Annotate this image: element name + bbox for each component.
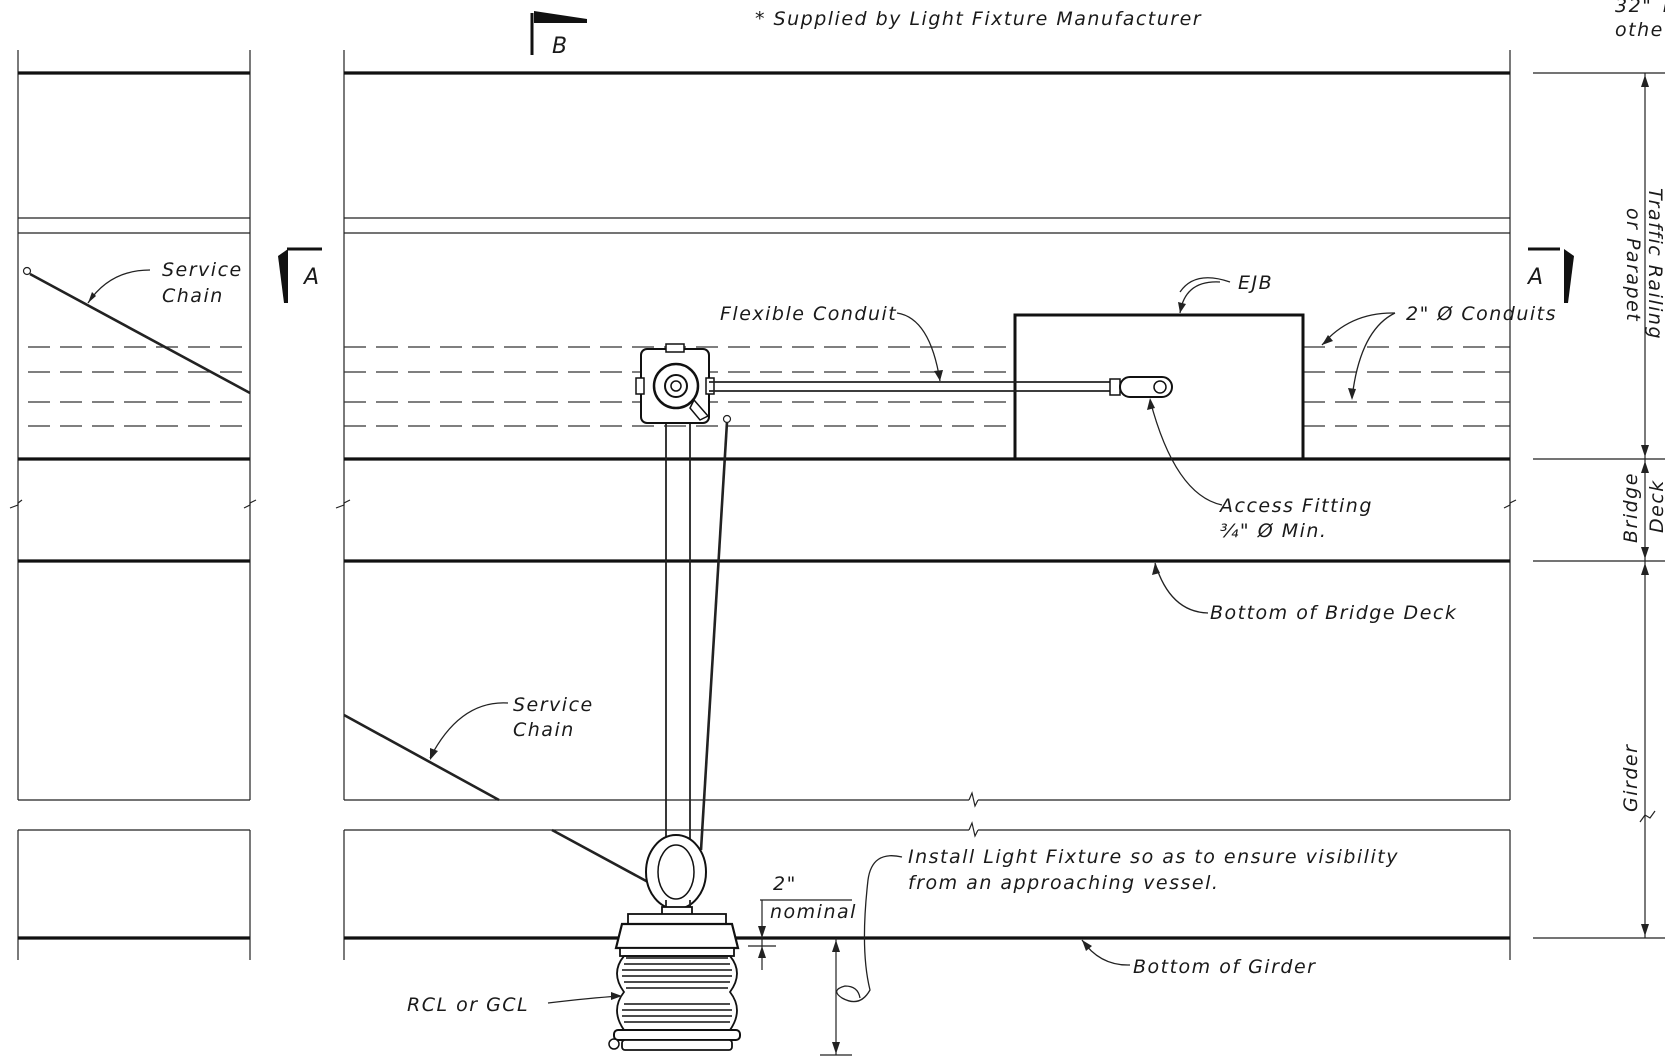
traffic-railing-label-2: or Parapet — [1622, 208, 1644, 322]
ejb-box — [1013, 313, 1305, 461]
bottom-of-deck-leader — [1154, 562, 1209, 614]
conduits-leader-1 — [1321, 312, 1396, 346]
right-edge-note-2: othe — [1615, 19, 1664, 41]
section-marker-b-label: B — [552, 34, 567, 59]
light-fixture-icon — [608, 834, 741, 1051]
mounting-bracket-icon — [635, 343, 715, 424]
flexible-conduit-label: Flexible Conduit — [720, 303, 897, 325]
service-chain-vertical — [699, 421, 729, 851]
right-edge-note-1: 32" T — [1615, 0, 1665, 17]
main-elevation-view: 2" nominal — [335, 50, 1517, 1056]
section-marker-a-left: A — [278, 247, 322, 303]
access-fitting-label-1: Access Fitting — [1218, 495, 1373, 517]
section-marker-b: B — [530, 11, 587, 59]
access-fitting-leader — [1149, 399, 1223, 506]
bridge-deck-label-1: Bridge — [1620, 472, 1642, 543]
service-chain-upper-label-2: Chain — [162, 285, 224, 307]
dim-nominal-label: nominal — [770, 901, 857, 923]
girder-label: Girder — [1620, 744, 1642, 812]
bottom-of-bridge-deck-label: Bottom of Bridge Deck — [1210, 602, 1457, 624]
service-chain-lower-label-1: Service — [513, 694, 594, 716]
service-chain-lower — [343, 713, 500, 802]
install-note-line-2: from an approaching vessel. — [908, 872, 1219, 894]
right-dimension-chain — [1533, 72, 1665, 939]
dim-2in-label: 2" — [773, 873, 797, 895]
access-fitting-icon — [1109, 376, 1173, 398]
service-chain-upper-label-1: Service — [162, 259, 243, 281]
conduits-2in-label: 2" Ø Conduits — [1406, 303, 1557, 325]
flexible-conduit-leader — [896, 312, 941, 382]
ejb-leader — [1179, 277, 1231, 293]
bottom-of-girder-label: Bottom of Girder — [1133, 956, 1316, 978]
service-chain-upper — [29, 272, 251, 395]
bridge-deck-label-2: Deck — [1646, 479, 1665, 533]
install-note-leader — [836, 855, 903, 1003]
ejb-label: EJB — [1238, 272, 1273, 294]
rcl-gcl-leader — [547, 995, 621, 1004]
access-fitting-label-2: ¾" Ø Min. — [1220, 520, 1327, 542]
traffic-railing-label-1: Traffic Railing — [1644, 188, 1665, 340]
bottom-of-girder-leader — [1081, 939, 1131, 966]
section-marker-a-right: A — [1526, 247, 1574, 303]
left-section-view: Service Chain — [9, 50, 257, 960]
supplied-by-note: * Supplied by Light Fixture Manufacturer — [755, 8, 1202, 30]
install-note-line-1: Install Light Fixture so as to ensure vi… — [908, 846, 1399, 868]
rcl-or-gcl-label: RCL or GCL — [407, 994, 529, 1016]
service-chain-lower-leader — [429, 702, 509, 759]
conduits-leader-2 — [1351, 312, 1396, 399]
dimension-2in-nominal: 2" nominal — [748, 873, 857, 1056]
section-marker-a-left-label: A — [302, 265, 319, 290]
chain-anchor-icon — [22, 266, 32, 276]
section-marker-a-right-label: A — [1526, 265, 1543, 290]
service-chain-lower-label-2: Chain — [513, 719, 575, 741]
